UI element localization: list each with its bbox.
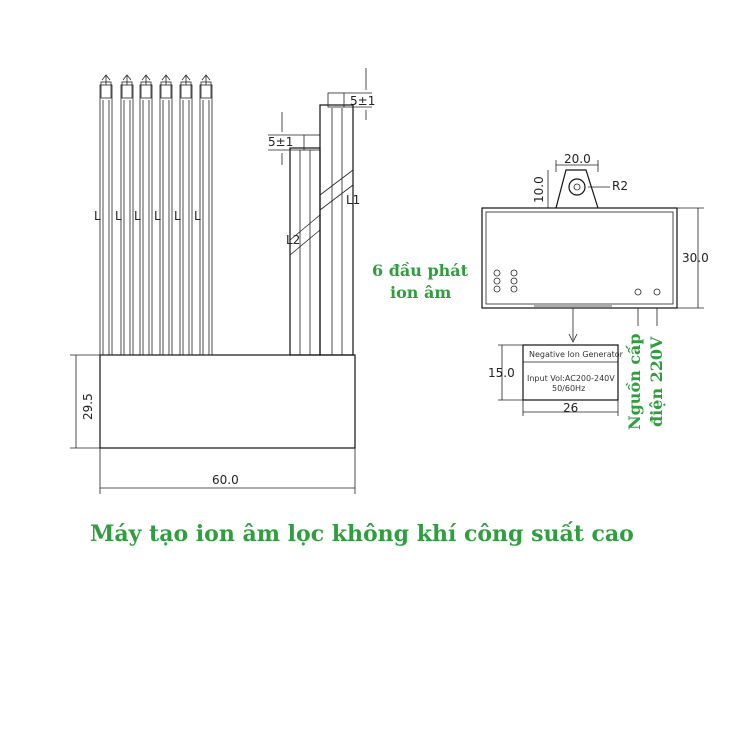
label-width-value: 26: [563, 401, 578, 415]
module-top-view-inner: [485, 211, 674, 305]
label-height-value: 15.0: [488, 366, 515, 380]
pin-lead-label: L: [134, 209, 141, 223]
emitter-holes: [493, 269, 518, 293]
body-height-dim: 29.5: [70, 354, 100, 449]
power-annotation-line2: điện 220V: [647, 336, 666, 427]
caption: Máy tạo ion âm lọc không khí công suất c…: [90, 521, 634, 547]
lead-l1-label: L1: [346, 193, 360, 207]
pin-lead-label: L: [154, 209, 161, 223]
emitter-pins: [99, 74, 213, 356]
top-height-value: 10.0: [532, 176, 546, 203]
label-title: Negative Ion Generator: [529, 350, 624, 359]
module-top-view: [481, 207, 678, 309]
power-lead-l1: [319, 92, 354, 356]
emitters-annotation-line2: ion âm: [390, 283, 451, 302]
power-annotation-line1: Nguồn cấp: [625, 333, 644, 430]
pin-lead-label: L: [194, 209, 201, 223]
emitter-pin: [179, 74, 193, 356]
tip-gap-right-value: 5±1: [350, 94, 375, 108]
emitter-pin: [159, 74, 173, 356]
side-height-value: 30.0: [682, 251, 709, 265]
tip-gap-dim-left: 5±1: [268, 112, 304, 165]
module-body: [99, 354, 356, 449]
radius-value: R2: [612, 179, 628, 193]
power-holes: [634, 288, 661, 326]
label-input: Input Vol:AC200-240V: [527, 374, 615, 383]
emitter-pin: [139, 74, 153, 356]
pin-lead-labels: L L L L L L: [94, 209, 201, 223]
top-width-value: 20.0: [564, 152, 591, 166]
body-height-value: 29.5: [81, 393, 95, 420]
emitter-pin: [99, 74, 113, 356]
emitters-annotation-line1: 6 đầu phát: [372, 261, 469, 280]
body-width-dim: 60.0: [99, 448, 356, 494]
mounting-tab: 20.0 10.0 R2: [532, 152, 628, 209]
emitter-pin: [199, 74, 213, 356]
tip-gap-dim-right: 5±1: [344, 68, 375, 120]
tip-gap-left-value: 5±1: [268, 135, 293, 149]
side-height-dim: 30.0: [677, 207, 709, 309]
label-freq: 50/60Hz: [552, 384, 585, 393]
body-width-value: 60.0: [212, 473, 239, 487]
product-label: Negative Ion Generator Input Vol:AC200-2…: [488, 344, 624, 416]
power-lead-l2: [289, 134, 321, 356]
emitter-pin: [120, 74, 134, 356]
pin-lead-label: L: [94, 209, 101, 223]
pin-lead-label: L: [115, 209, 122, 223]
lead-l2-label: L2: [286, 233, 300, 247]
pin-lead-label: L: [174, 209, 181, 223]
